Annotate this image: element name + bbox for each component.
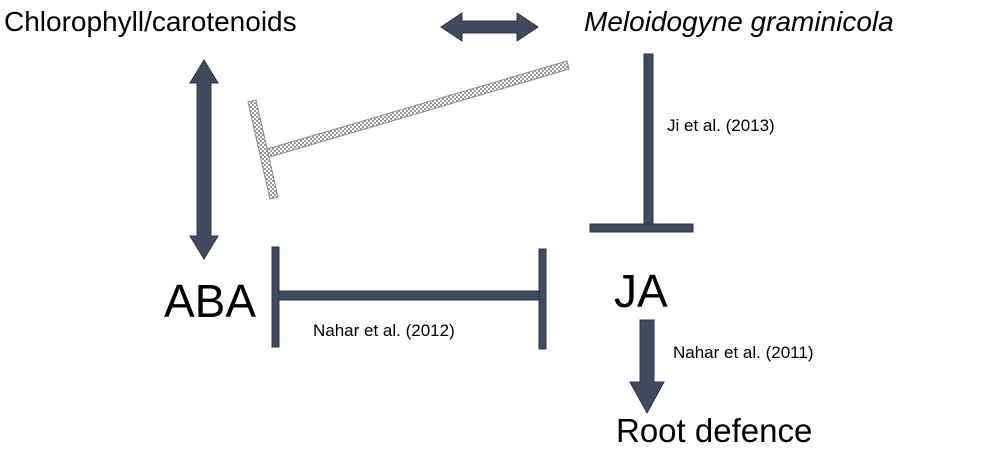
arrow-ja-root-defence [629, 319, 665, 415]
node-aba: ABA [164, 275, 257, 327]
mutual-inhibition-right-bar [538, 248, 547, 350]
inhibition-meloidogyne-ja-bar [589, 223, 694, 233]
double-arrow-chlorophyll-aba [189, 59, 219, 260]
dotted-inhibition-line [263, 60, 570, 159]
citation-nahar-2012: Nahar et al. (2012) [313, 321, 455, 340]
citation-nahar-2011: Nahar et al. (2011) [673, 343, 814, 362]
mutual-inhibition-left-bar [271, 246, 280, 348]
inhibition-meloidogyne-ja-line [643, 53, 654, 227]
double-arrow-chlorophyll-meloidogyne [440, 12, 539, 42]
citation-ji-2013: Ji et al. (2013) [667, 116, 775, 135]
node-chlorophyll-carotenoids: Chlorophyll/carotenoids [4, 6, 297, 37]
node-root-defence: Root defence [616, 412, 813, 449]
dotted-inhibition-bar [247, 99, 279, 200]
node-ja: JA [614, 265, 668, 317]
node-meloidogyne-graminicola: Meloidogyne graminicola [584, 6, 894, 37]
mutual-inhibition-line [278, 290, 540, 301]
